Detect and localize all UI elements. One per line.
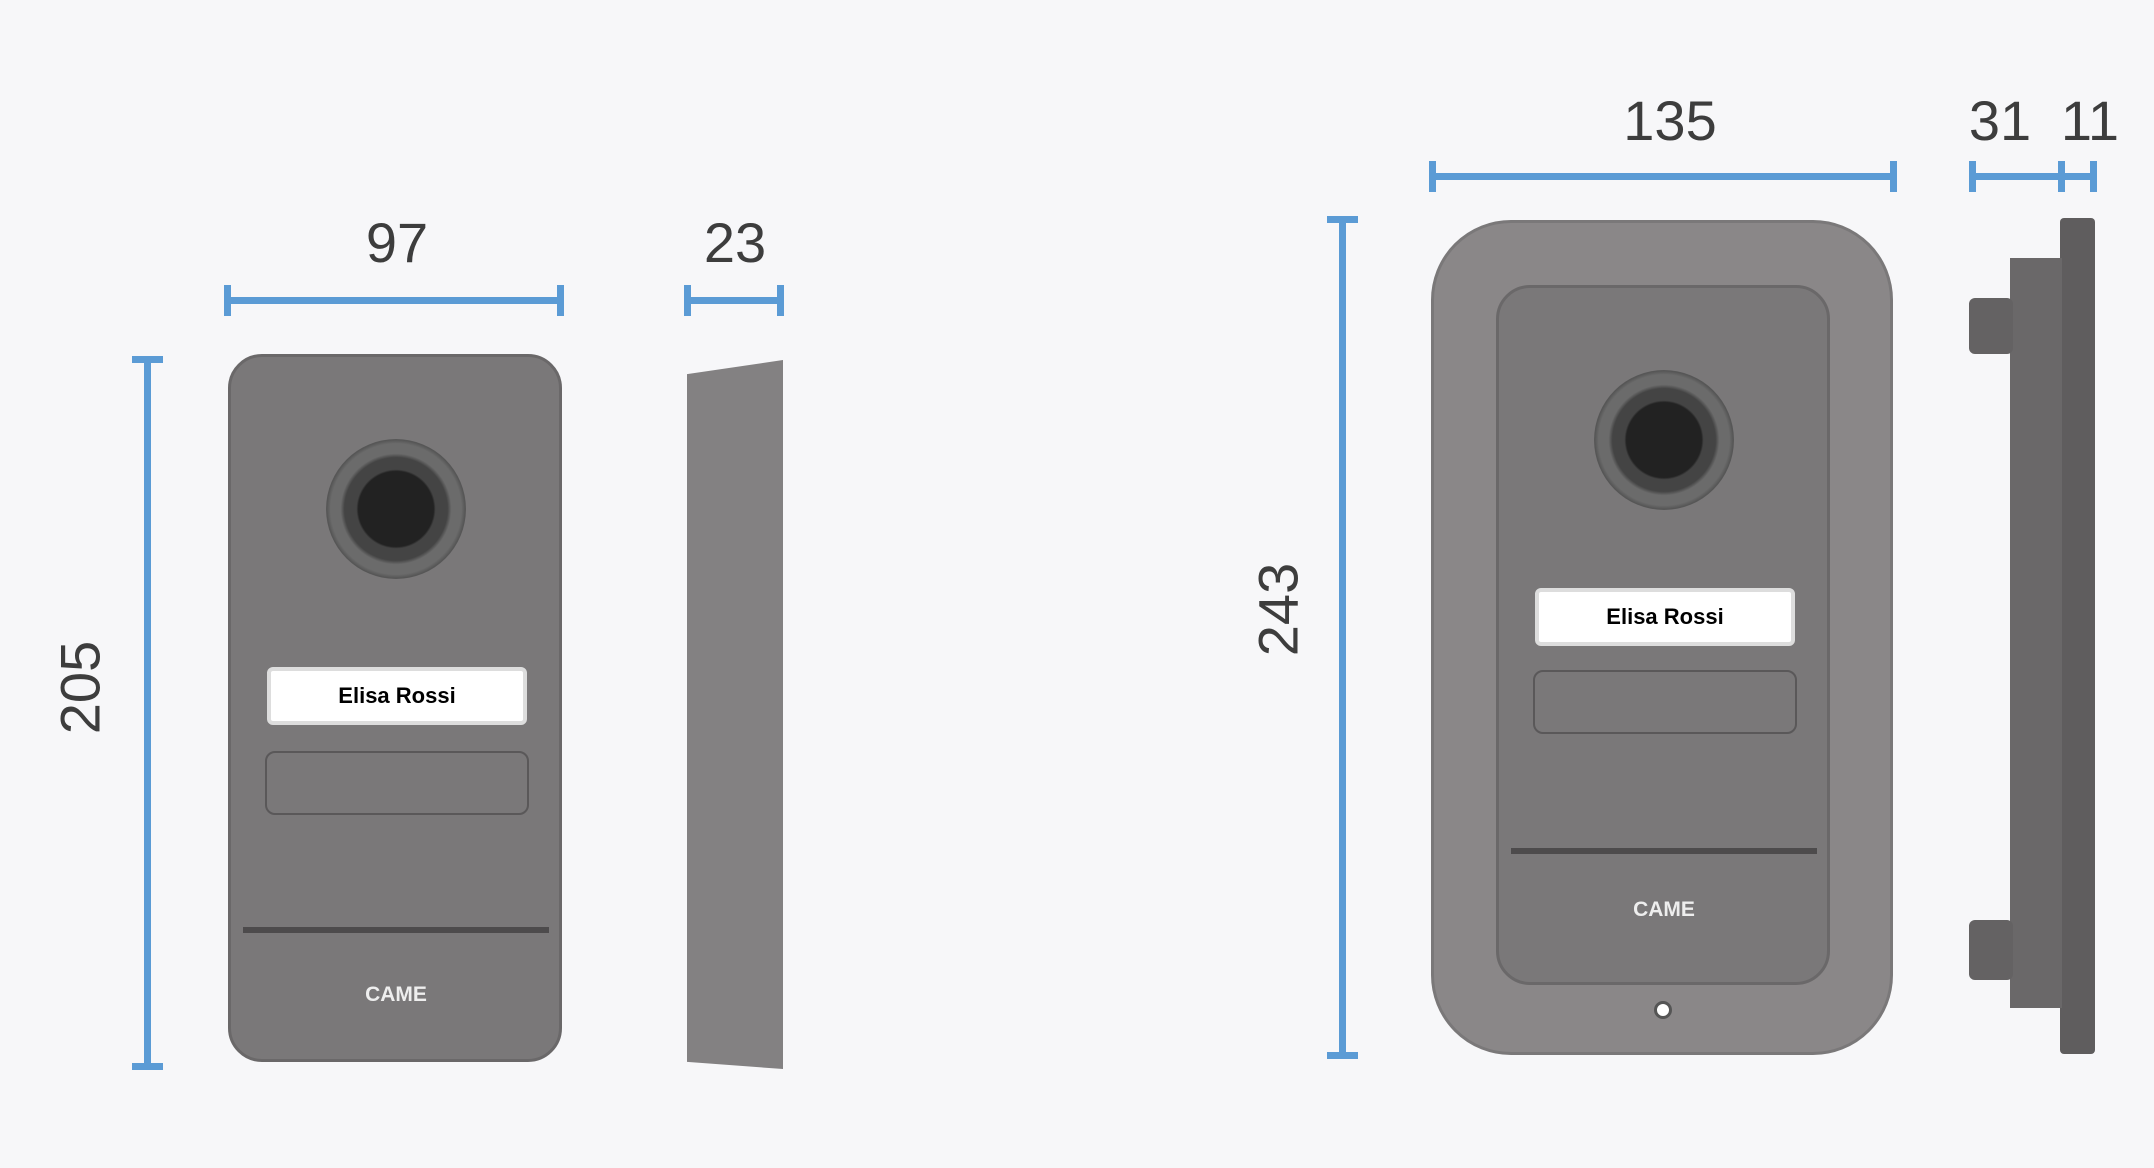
height-label-right: 243 (1246, 562, 1310, 657)
intercom-front-left: Elisa Rossi CAME (228, 354, 562, 1062)
name-plate[interactable]: Elisa Rossi (1535, 588, 1795, 646)
height-dimension-line-right (1327, 216, 1358, 1059)
intercom-front-right: Elisa Rossi CAME (1496, 285, 1830, 985)
intercom-side-left (687, 360, 783, 1069)
width-label-right: 135 (1623, 89, 1717, 152)
depth-frame-label-right: 11 (2060, 89, 2120, 152)
mount-lug-bottom (1969, 920, 2013, 980)
call-button[interactable] (1533, 670, 1797, 734)
divider-strip (243, 927, 549, 933)
width-dimension-line-left (224, 285, 564, 316)
height-dimension-line-left (132, 356, 163, 1070)
depth-total-label-right: 31 (1968, 89, 2032, 152)
brand-logo: CAME (1633, 898, 1695, 921)
brand-logo: CAME (365, 983, 427, 1006)
depth-dimension-line-right (1969, 161, 2097, 192)
depth-divider-tick (2058, 161, 2065, 192)
status-icon (281, 905, 289, 913)
camera-lens (1594, 370, 1734, 510)
width-label-left: 97 (365, 211, 429, 274)
intercom-frame-right: Elisa Rossi CAME (1431, 220, 1893, 1055)
mount-lug-top (1969, 298, 2013, 354)
camera-lens (326, 439, 466, 579)
name-plate[interactable]: Elisa Rossi (267, 667, 527, 725)
body-side-right (2010, 258, 2062, 1008)
divider-strip (1511, 848, 1817, 854)
depth-label-left: 23 (703, 211, 767, 274)
screw-hole (1654, 1001, 1672, 1019)
call-button[interactable] (265, 751, 529, 815)
frame-side-right (2060, 218, 2095, 1054)
width-dimension-line-right (1429, 161, 1897, 192)
height-label-left: 205 (48, 640, 112, 735)
depth-dimension-line-left (684, 285, 784, 316)
